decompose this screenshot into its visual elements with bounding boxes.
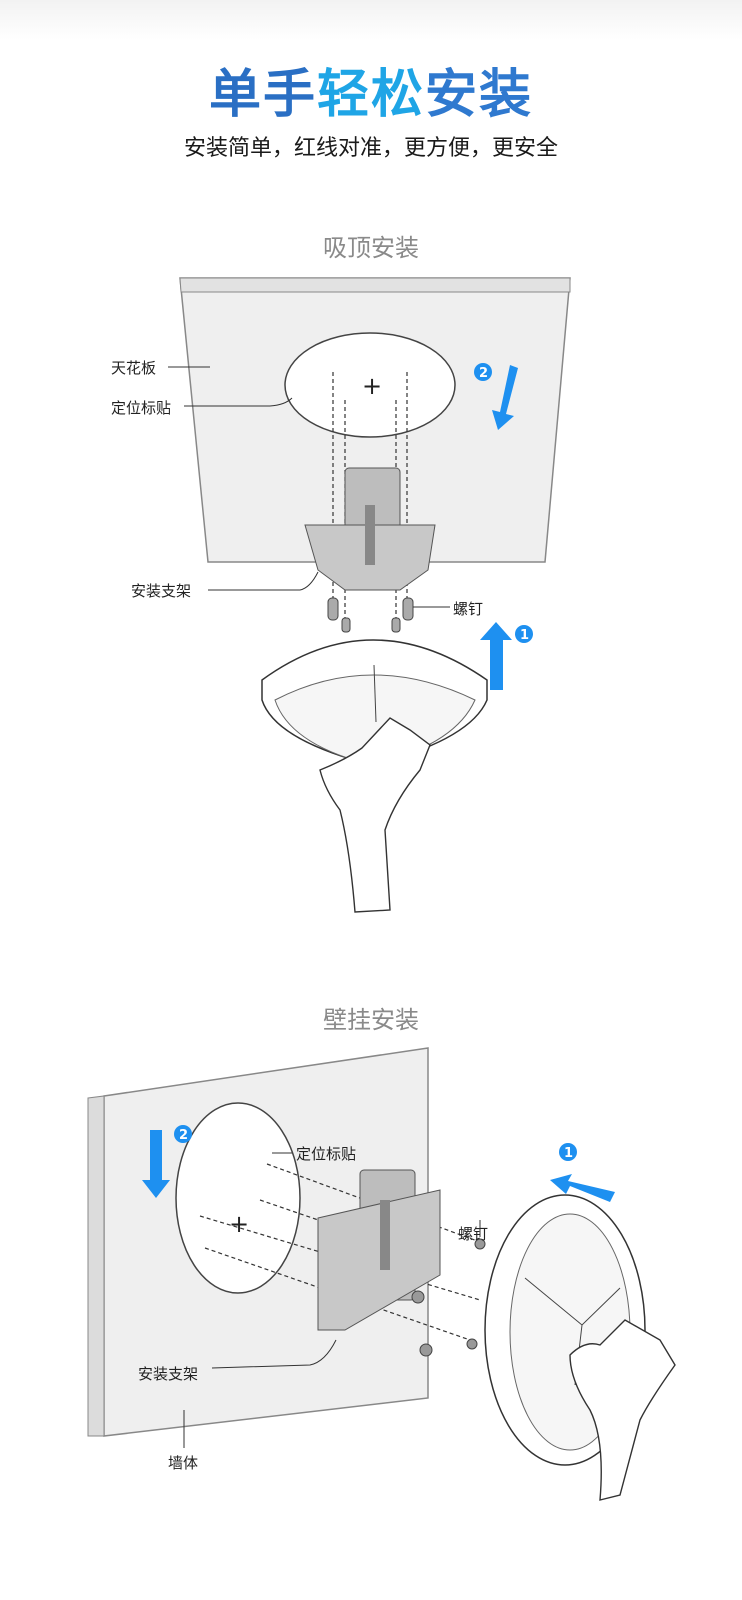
hand-illustration xyxy=(569,1319,676,1501)
screw-icon xyxy=(411,1238,486,1357)
title-part: 单手 xyxy=(208,65,317,125)
title-part: 安装 xyxy=(425,65,534,125)
page-subtitle: 安装简单，红线对准，更方便，更安全 xyxy=(183,136,558,161)
positioning-sticker xyxy=(284,332,456,438)
wall-section-title: 壁挂安装 xyxy=(323,1006,419,1034)
page-title: 单手轻松安装 xyxy=(0,52,742,127)
svg-text:1: 1 xyxy=(520,628,529,643)
top-gradient xyxy=(0,0,742,40)
svg-text:2: 2 xyxy=(479,366,488,381)
label-wall: 墙体 xyxy=(168,1454,199,1472)
mounting-bracket xyxy=(317,1169,441,1331)
step-badge xyxy=(474,363,533,643)
arrow-icon xyxy=(142,1130,615,1202)
leader-lines xyxy=(183,1152,481,1448)
svg-text:1: 1 xyxy=(564,1146,573,1161)
arrow-icon xyxy=(480,365,518,690)
positioning-sticker xyxy=(175,1102,301,1294)
svg-text:2: 2 xyxy=(179,1128,188,1143)
leader-lines xyxy=(168,366,450,608)
label-screw: 螺钉 xyxy=(458,1225,489,1243)
mounting-bracket xyxy=(304,467,436,591)
wall-install-illustration: + 2 1 xyxy=(87,1047,676,1501)
title-part: 轻松 xyxy=(316,65,425,125)
ceiling-section-title: 吸顶安装 xyxy=(323,234,419,262)
hand-illustration xyxy=(319,717,431,913)
ceiling-install-illustration: + 2 1 xyxy=(168,277,571,913)
label-bracket: 安装支架 xyxy=(131,582,192,600)
svg-text:+: + xyxy=(229,1210,249,1238)
label-screw: 螺钉 xyxy=(453,600,484,618)
step-badge xyxy=(174,1125,577,1161)
label-sticker: 定位标贴 xyxy=(296,1145,357,1163)
label-bracket: 安装支架 xyxy=(138,1365,199,1383)
label-sticker: 定位标贴 xyxy=(111,399,172,417)
svg-text:+: + xyxy=(362,372,382,400)
label-ceiling: 天花板 xyxy=(111,359,157,377)
screw-icon xyxy=(327,597,414,633)
